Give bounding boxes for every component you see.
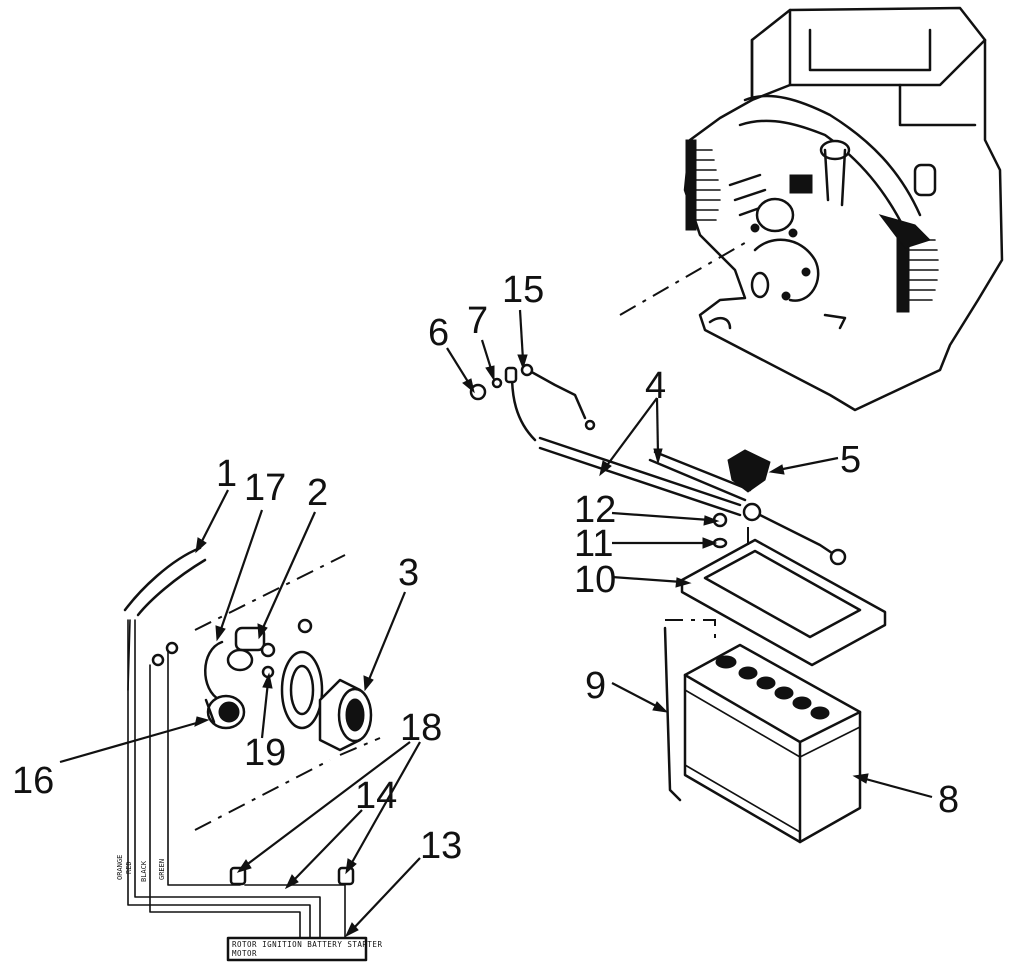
engine-illustration [683,6,1004,412]
engine-leader-line [619,239,751,316]
callout-arrows [59,309,933,938]
callout-6: 6 [428,312,449,354]
battery-hold-down-frame [680,538,887,667]
screw [297,618,313,634]
ground-bolt [469,383,487,401]
ground-strap [504,363,596,442]
callout-12: 12 [574,489,616,531]
terminal-strip: ROTOR IGNITION BATTERY STARTER MOTOR [226,936,382,962]
wire-label-red: RED [125,861,133,874]
callout-13: 13 [420,825,462,867]
callout-19: 19 [244,732,286,774]
callout-11: 11 [574,523,613,565]
panel-leader-1 [194,554,346,631]
ignition-switch [204,626,276,702]
wire-label-black: BLACK [140,860,148,882]
terminal-strip-row1: ROTOR IGNITION BATTERY STARTER [232,940,382,949]
lock-washer [491,377,503,389]
callout-14: 14 [355,775,397,817]
battery-cables [538,436,847,566]
callout-17: 17 [244,467,286,509]
callout-16: 16 [12,760,54,802]
callout-9: 9 [585,665,606,707]
terminal-post-a [229,866,247,886]
callout-3: 3 [398,552,419,594]
switch-bezel-inner [289,664,315,716]
wiring-harness [123,546,346,946]
rod-leader-line [665,619,716,645]
terminal-strip-row2: MOTOR [232,949,257,958]
callout-7: 7 [467,300,488,342]
battery [683,643,862,844]
hold-down-rod [663,626,682,802]
gauge-16 [204,694,246,730]
callout-18-a: 18 [400,707,442,749]
wire-label-orange: ORANGE [116,855,124,880]
panel-leader-2 [194,759,331,831]
wire-label-green: GREEN [158,859,166,880]
terminal-boot [727,449,771,493]
terminal-post-b [337,866,355,886]
gauge-3 [318,678,373,752]
callout-8: 8 [938,779,959,821]
callout-4: 4 [645,365,666,407]
callout-1: 1 [216,453,237,495]
panel-leader-3 [339,737,381,756]
callout-10: 10 [574,559,616,601]
callout-15: 15 [502,269,544,311]
callout-5: 5 [840,439,861,481]
callout-2: 2 [307,472,328,514]
